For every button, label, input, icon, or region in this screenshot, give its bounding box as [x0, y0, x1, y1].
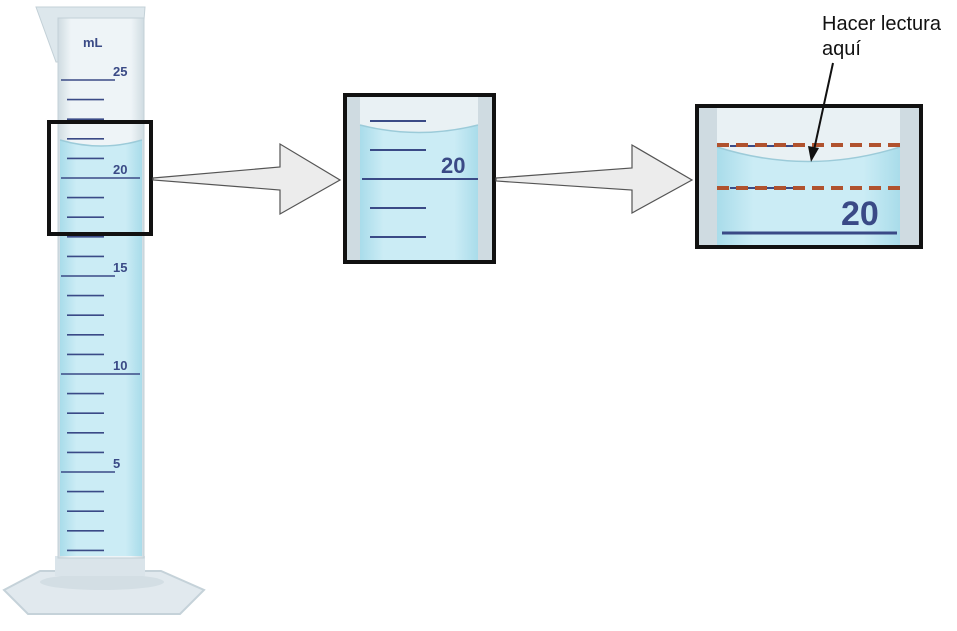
right-arrow-icon — [152, 142, 342, 216]
cylinder-tick-marks — [61, 79, 140, 552]
annotation-line-2: aquí — [822, 38, 861, 60]
zoom-right-scale-label: 20 — [841, 195, 879, 233]
cylinder-zoom-frame — [47, 120, 153, 236]
arrowhead-icon — [808, 146, 819, 162]
annotation-line-1: Hacer lectura — [822, 13, 942, 35]
read-here-annotation: Hacer lectura aquí — [808, 13, 942, 162]
zoom-middle-scale-label: 20 — [441, 153, 465, 178]
cylinder-scale-label-5: 5 — [113, 456, 120, 471]
zoom-box-middle: 20 — [343, 93, 496, 264]
cylinder-scale-label-20: 20 — [113, 162, 127, 177]
cylinder-liquid — [60, 140, 142, 556]
graduated-cylinder: mL 25 20 15 10 5 — [2, 6, 206, 615]
cylinder-unit-label: mL — [83, 35, 103, 50]
right-arrow-icon — [495, 143, 694, 215]
cylinder-scale-label-10: 10 — [113, 358, 127, 373]
cylinder-scale-label-25: 25 — [113, 64, 127, 79]
annotation-pointer — [813, 62, 834, 151]
zoom-box-right: 20 — [695, 104, 923, 249]
cylinder-scale-label-15: 15 — [113, 260, 127, 275]
